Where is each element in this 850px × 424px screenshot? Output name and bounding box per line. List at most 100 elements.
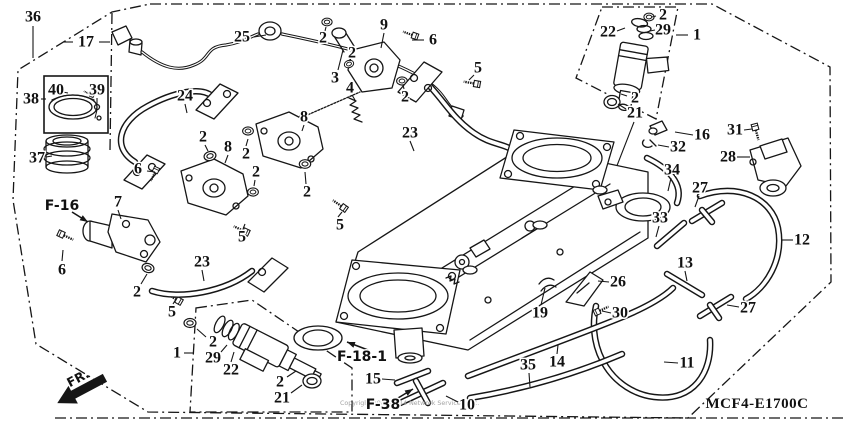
part-number-label: 5 (474, 60, 482, 77)
part-callout-34: 34 (663, 160, 682, 192)
leader-line (230, 351, 235, 363)
leader-line (337, 211, 343, 218)
part-callout-22: 22 (599, 22, 626, 42)
part-callout-25: 25 (233, 27, 267, 47)
part-callout-32: 32 (657, 137, 688, 157)
part-number-label: 22 (223, 362, 239, 379)
part-callout-11: 11 (663, 353, 696, 373)
part-number-label: 34 (664, 162, 680, 179)
part-number-label: 7 (114, 194, 122, 211)
part-callout-15: 15 (364, 369, 396, 389)
part-number-label: 28 (720, 149, 736, 166)
leader-line (726, 304, 740, 308)
part-number-label: 1 (173, 345, 181, 362)
leader-line (694, 195, 700, 208)
leader-line (351, 94, 356, 101)
part-number-label: 13 (677, 255, 693, 272)
leader-line (286, 370, 297, 378)
fuel-injector-top-detail (603, 12, 670, 112)
part-callout-39: 39 (88, 80, 107, 104)
part-callout-27: 27 (691, 178, 710, 208)
part-callout-10: 10 (445, 395, 477, 415)
reference-arrowhead (79, 215, 88, 222)
part-callout-6: 6 (133, 159, 156, 179)
part-number-label: 11 (679, 355, 694, 372)
leader-line (674, 131, 694, 136)
part-number-label: 2 (252, 164, 260, 181)
part-number-label: 35 (520, 357, 536, 374)
part-callout-6: 6 (57, 249, 68, 280)
diagram-border (12, 3, 832, 419)
part-number-label: 22 (600, 24, 616, 41)
part-number-label: 23 (194, 254, 210, 271)
part-number-label: 2 (348, 45, 356, 62)
reference-label: F-38 (366, 397, 400, 413)
hose-clamp-19 (538, 277, 557, 292)
part-number-label: 16 (694, 127, 710, 144)
watermark-text: Copyright 2001-2014 Network Services, In… (340, 400, 479, 407)
part-number-label: 2 (401, 89, 409, 106)
fr-direction-arrow (57, 373, 108, 404)
part-callout-26: 26 (597, 272, 628, 292)
leader-line (201, 269, 205, 282)
part-callout-4: 4 (345, 78, 356, 101)
reference-callout-f-18-1: F-18-1 (336, 341, 388, 367)
part-number-label: 2 (242, 146, 250, 163)
reference-arrowhead (347, 342, 356, 348)
valve-spring (348, 97, 363, 123)
leader-line (651, 15, 657, 18)
leader-line (409, 140, 415, 152)
throttle-body (293, 129, 671, 364)
leader-line (253, 34, 267, 38)
part-number-label: 19 (532, 305, 548, 322)
part-number-label: 3 (331, 70, 339, 87)
reference-arrowhead (404, 389, 413, 396)
injector-detail-box-bottom (189, 299, 353, 413)
part-number-label: 17 (78, 34, 94, 51)
part-number-label: 14 (549, 354, 565, 371)
leader-line (224, 154, 229, 164)
leader-line (657, 144, 670, 148)
fast-idle-valve-bodies (180, 111, 350, 238)
part-callout-21: 21 (617, 103, 645, 123)
leader-line (146, 170, 156, 173)
stay-bracket-26 (565, 271, 604, 307)
leader-line (242, 223, 246, 230)
part-number-label: 5 (336, 217, 344, 234)
part-callout-2: 2 (241, 138, 252, 164)
part-number-label: 39 (89, 82, 105, 99)
part-callout-28: 28 (719, 147, 750, 167)
diagram-borders (12, 3, 845, 419)
part-number-label: 2 (133, 284, 141, 301)
part-number-label: 15 (365, 371, 381, 388)
hose-group (393, 154, 783, 407)
idle-valve-assembly (298, 17, 420, 123)
part-callout-2: 2 (400, 84, 411, 107)
part-callout-2: 2 (651, 5, 669, 25)
insulator-band-37 (43, 134, 91, 174)
part-callout-2: 2 (318, 26, 329, 48)
pressure-sensor-assembly (641, 120, 802, 197)
leader-line (380, 32, 385, 49)
reference-callout-f-16: F-16 (43, 197, 89, 223)
part-callout-5: 5 (335, 211, 346, 235)
part-number-label: 37 (29, 150, 45, 167)
clamp-detail-box (43, 75, 109, 134)
part-callout-3: 3 (330, 49, 344, 88)
part-callout-21: 21 (273, 384, 303, 408)
part-callout-29: 29 (649, 20, 673, 40)
part-callout-24: 24 (176, 86, 195, 114)
part-callout-23: 23 (193, 252, 212, 282)
leader-line (184, 103, 188, 114)
part-callout-6: 6 (412, 30, 439, 50)
fuel-injector-bottom-detail (183, 315, 322, 389)
part-number-label: 2 (199, 129, 207, 146)
part-number-label: 31 (727, 122, 743, 139)
leader-line (337, 49, 344, 71)
part-callout-22: 22 (222, 351, 241, 380)
leader-line (540, 287, 546, 306)
part-number-label: 2 (276, 374, 284, 391)
leader-line (245, 138, 249, 147)
part-number-label: 8 (224, 139, 232, 156)
